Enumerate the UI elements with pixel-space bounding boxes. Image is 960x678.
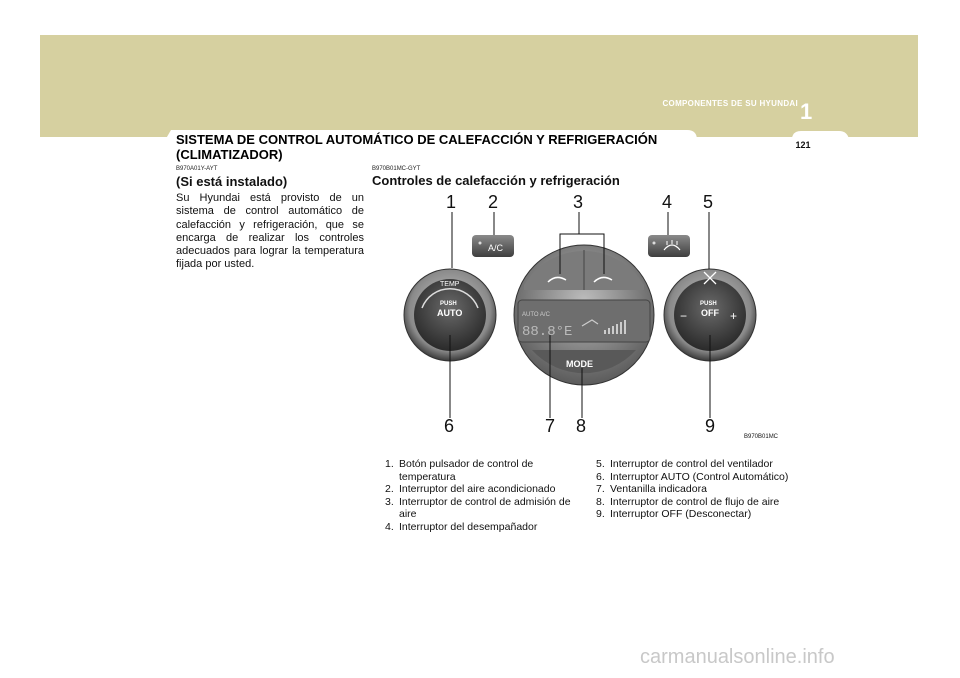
callout-8: 8 [576, 416, 587, 436]
callout-6: 6 [444, 416, 455, 436]
section-label: COMPONENTES DE SU HYUNDAI [662, 99, 798, 108]
legend-item: 7.Ventanilla indicadora [596, 483, 707, 496]
display-digits: 88.8°E [522, 324, 572, 340]
push-auto-label-2: AUTO [437, 308, 462, 318]
temp-knob: TEMP PUSH AUTO [403, 268, 497, 362]
legend-item: 4.Interruptor del desempañador [385, 520, 538, 533]
center-panel: AUTO A/C 88.8°E MODE [513, 244, 655, 386]
legend-item: 9.Interruptor OFF (Desconectar) [596, 508, 752, 521]
legend-item: 6.Interruptor AUTO (Control Automático) [596, 470, 789, 483]
temp-label: TEMP [440, 281, 460, 288]
page-number: 121 [795, 140, 811, 150]
callout-7: 7 [545, 416, 556, 436]
callout-2: 2 [488, 192, 499, 212]
intro-subtitle: (Si está instalado) [176, 174, 288, 189]
intro-code: B970A01Y-AYT [176, 166, 218, 172]
fan-minus-label: − [680, 309, 687, 323]
controls-heading: Controles de calefacción y refrigeración [372, 173, 620, 188]
push-off-label-2: OFF [701, 308, 719, 318]
legend-item: 2.Interruptor del aire acondicionado [385, 483, 556, 496]
legend-right: 5.Interruptor de control del ventilador … [596, 458, 792, 521]
controls-heading-block: B970B01MC-GYT Controles de calefacción y… [372, 166, 792, 188]
legend-left: 1.Botón pulsador de control de temperatu… [385, 458, 575, 534]
legend-item: 3.Interruptor de control de admisión de … [385, 495, 571, 521]
page-number-tab [785, 131, 851, 153]
controls-code: B970B01MC-GYT [372, 166, 421, 172]
fan-plus-label: + [730, 309, 737, 323]
section-number: 1 [800, 99, 813, 124]
fan-knob: PUSH OFF − + [663, 268, 757, 362]
legend-item: 5.Interruptor de control del ventilador [596, 458, 773, 470]
callout-9: 9 [705, 416, 716, 436]
legend-item: 1.Botón pulsador de control de temperatu… [385, 458, 534, 483]
title-tab-shape [157, 130, 697, 154]
display-modes: AUTO A/C [522, 312, 551, 318]
push-off-label-1: PUSH [700, 301, 717, 307]
push-auto-label-1: PUSH [440, 301, 457, 307]
callout-4: 4 [662, 192, 673, 212]
intro-body: Su Hyundai está provisto de un sistema d… [176, 192, 364, 271]
leader-lines [449, 212, 711, 418]
defrost-button [648, 235, 690, 257]
page-title: SISTEMA DE CONTROL AUTOMÁTICO DE CALEFAC… [176, 132, 658, 162]
callout-1: 1 [446, 192, 457, 212]
intro-column: B970A01Y-AYT (Si está instalado) Su Hyun… [176, 166, 364, 272]
climate-control-diagram: TEMP PUSH AUTO A/C AUTO A/C 88.8°E [403, 212, 757, 418]
legend-item: 8.Interruptor de control de flujo de air… [596, 495, 780, 508]
callout-3: 3 [573, 192, 584, 212]
ac-label: A/C [488, 243, 504, 253]
header-band [40, 35, 918, 137]
figure-code: B970B01MC [744, 434, 779, 440]
callout-5: 5 [703, 192, 714, 212]
mode-label: MODE [566, 359, 593, 369]
ac-button: A/C [472, 235, 514, 257]
watermark: carmanualsonline.info [640, 646, 835, 668]
